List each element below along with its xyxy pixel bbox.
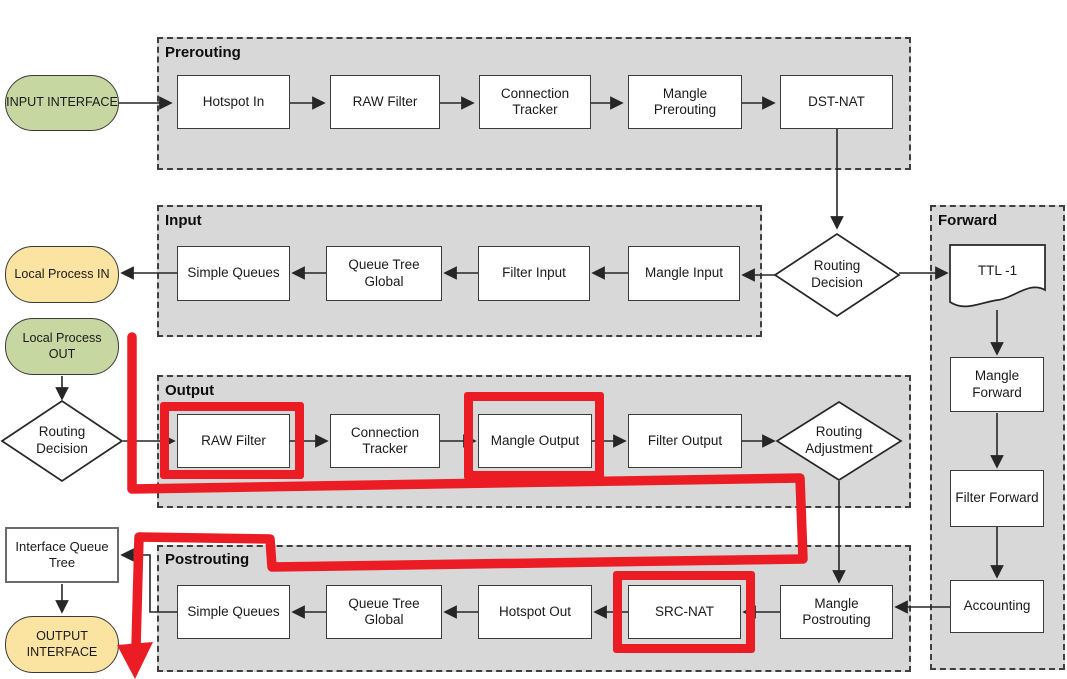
node-forward-ttl-minus-1: TTL -1 bbox=[977, 262, 1018, 278]
node-interface-queue-tree: Interface Queue Tree bbox=[5, 527, 119, 583]
node-prerouting-raw-filter: RAW Filter bbox=[330, 75, 440, 129]
routing-adjustment-label: Routing Adjustment bbox=[805, 424, 873, 456]
node-output-connection-tracker: Connection Tracker bbox=[330, 414, 440, 468]
node-forward-accounting: Accounting bbox=[950, 580, 1044, 633]
node-forward-filter-forward: Filter Forward bbox=[950, 470, 1044, 527]
black-arrows bbox=[55, 96, 1004, 619]
node-prerouting-dst-nat: DST-NAT bbox=[780, 75, 893, 129]
node-postrouting-simple-queues: Simple Queues bbox=[177, 585, 290, 639]
node-postrouting-hotspot-out: Hotspot Out bbox=[478, 585, 592, 639]
node-input-filter-input: Filter Input bbox=[478, 246, 590, 301]
terminal-input-interface: INPUT INTERFACE bbox=[5, 75, 119, 131]
routing-decision-output-label: Routing Decision bbox=[36, 424, 88, 456]
node-prerouting-mangle-prerouting: Mangle Prerouting bbox=[628, 75, 742, 129]
terminal-local-process-in: Local Process IN bbox=[5, 246, 119, 303]
section-title-input: Input bbox=[165, 212, 202, 229]
section-title-prerouting: Prerouting bbox=[165, 44, 241, 61]
terminal-output-interface: OUTPUT INTERFACE bbox=[5, 616, 119, 673]
routing-decision-input-label: Routing Decision bbox=[811, 258, 863, 290]
section-title-forward: Forward bbox=[938, 212, 998, 229]
highlight-box-raw-filter bbox=[160, 402, 304, 479]
routing-decision-output-diamond bbox=[0, 399, 124, 483]
highlight-box-src-nat bbox=[613, 571, 755, 653]
node-prerouting-connection-tracker: Connection Tracker bbox=[479, 75, 591, 129]
node-output-filter-output: Filter Output bbox=[628, 414, 742, 468]
node-postrouting-mangle-postrouting: Mangle Postrouting bbox=[780, 585, 893, 639]
node-input-mangle-input: Mangle Input bbox=[628, 246, 740, 301]
highlight-box-mangle-output bbox=[464, 392, 604, 480]
ttl-document-shape bbox=[949, 244, 1046, 308]
node-input-queue-tree-global: Queue Tree Global bbox=[326, 246, 442, 301]
routing-adjustment-diamond bbox=[775, 400, 903, 482]
terminal-local-process-out: Local Process OUT bbox=[5, 318, 119, 375]
node-forward-mangle-forward: Mangle Forward bbox=[950, 357, 1044, 412]
node-prerouting-hotspot-in: Hotspot In bbox=[177, 75, 290, 129]
node-input-simple-queues: Simple Queues bbox=[177, 246, 290, 301]
routing-decision-input-diamond bbox=[773, 232, 901, 318]
decision-diamonds bbox=[0, 232, 903, 483]
node-postrouting-queue-tree-global: Queue Tree Global bbox=[326, 585, 442, 639]
